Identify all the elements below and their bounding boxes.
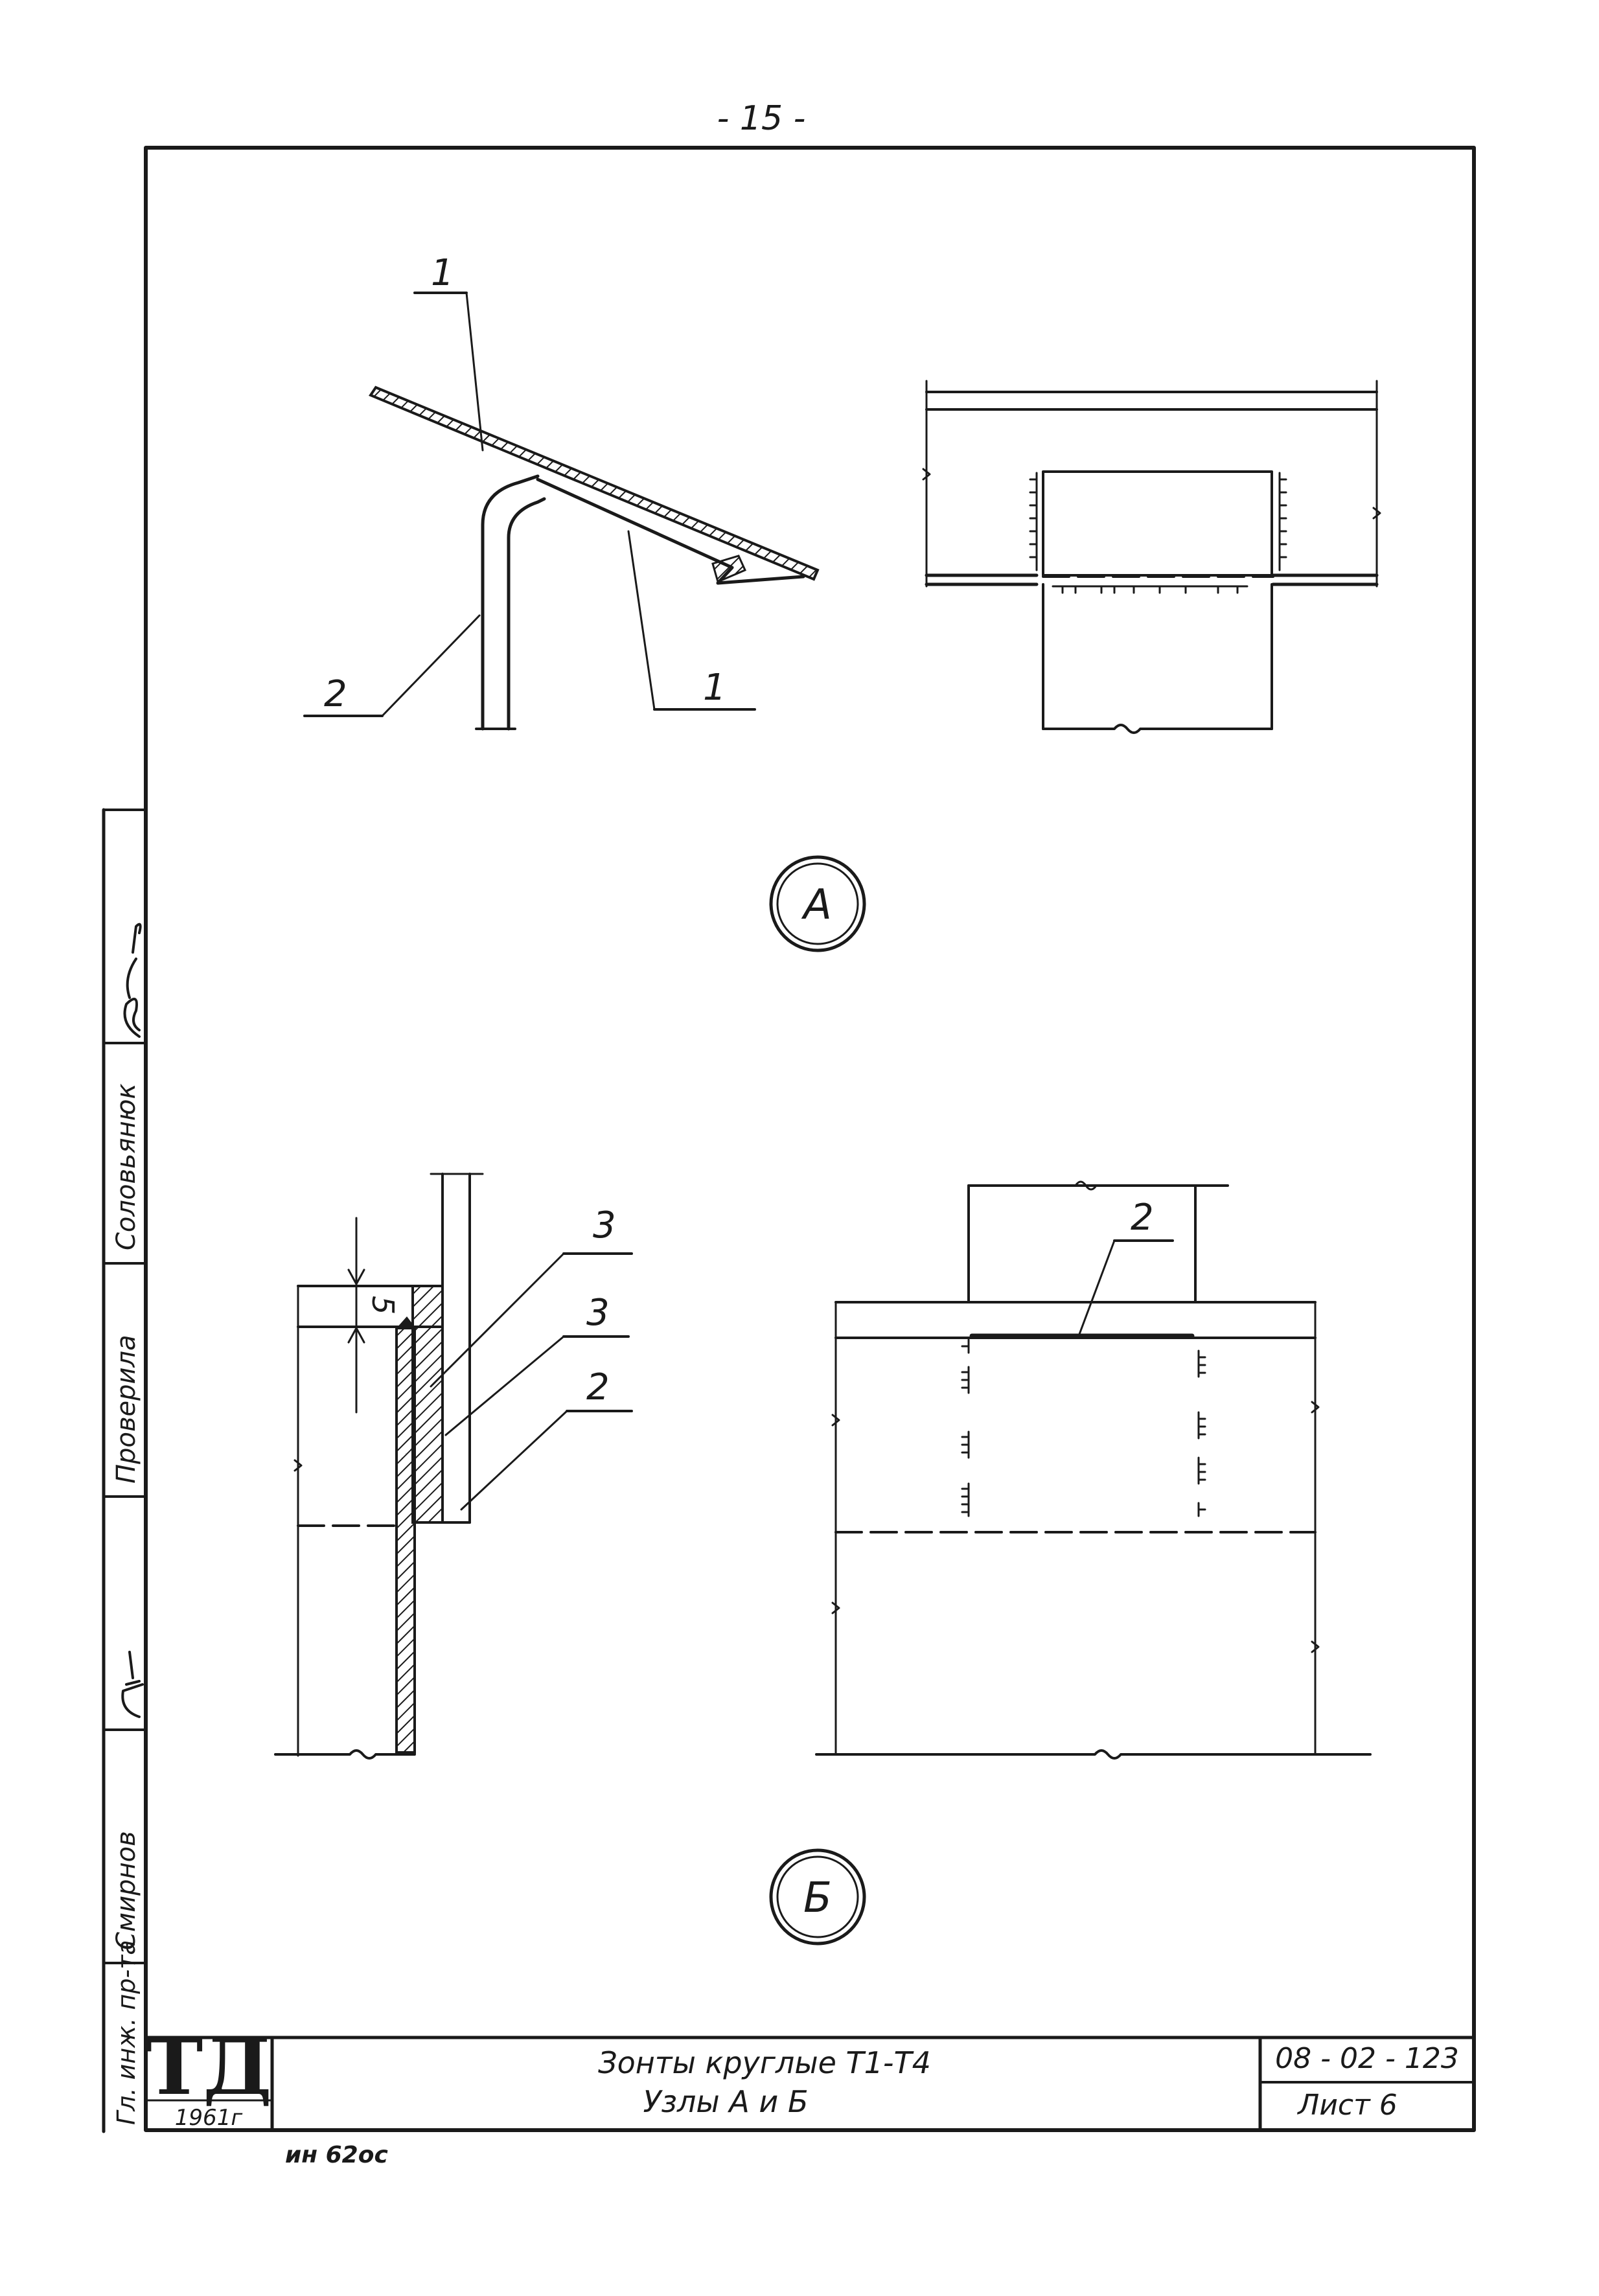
sheet-number: Лист 6 [1296, 2089, 1397, 2122]
inventory-note: ин 62ос [285, 2142, 388, 2168]
node-b-marker: Б [769, 1848, 866, 1946]
title-line-1: Зонты круглые Т1-Т4 [598, 2045, 931, 2080]
hatched-pipe-wall [395, 1327, 416, 1754]
node-b-left-view: 5 3 3 2 [274, 1173, 633, 1760]
node-a-marker: А [769, 855, 866, 952]
sloped-cover-plate [368, 385, 820, 581]
title-block: ТД 1961г Зонты круглые Т1-Т4 Узлы А и Б … [144, 2021, 1476, 2132]
signature-lower [121, 1651, 144, 1718]
title-line-2: Узлы А и Б [643, 2084, 809, 2119]
stamp-role-gi: Гл. инж. пр-та [112, 1940, 141, 2125]
callout-b-3-mid: 3 [586, 1292, 610, 1334]
page-number: - 15 - [717, 99, 806, 138]
callout-b-2-right: 2 [1131, 1197, 1154, 1239]
callout-b-3-top: 3 [593, 1204, 616, 1246]
drawing-code: 08 - 02 - 123 [1275, 2042, 1459, 2075]
node-b-right-view: 2 [815, 1180, 1372, 1760]
node-a-label: А [801, 881, 832, 929]
logo-td: ТД [145, 2021, 272, 2113]
side-stamp: Соловьянюк Проверила Смирнов Гл. инж. пр… [102, 808, 147, 2133]
stamp-name-1: Смирнов [111, 1831, 141, 1950]
node-a-right-view [922, 380, 1381, 734]
node-b-label: Б [803, 1874, 832, 1922]
callout-a-1-top: 1 [431, 252, 454, 294]
dim-5: 5 [365, 1296, 400, 1314]
callout-b-2-left: 2 [586, 1366, 610, 1408]
stamp-role-checked: Проверила [111, 1335, 141, 1484]
callout-a-2: 2 [324, 673, 347, 715]
hatched-gusset [411, 1285, 444, 1524]
node-a-left-view: 1 1 2 [303, 252, 820, 731]
callout-a-1-bottom: 1 [703, 667, 726, 709]
title-year: 1961г [175, 2105, 244, 2131]
stamp-name-2: Соловьянюк [111, 1083, 141, 1250]
signature-upper [123, 923, 142, 1038]
sheet-frame [144, 146, 1476, 2132]
